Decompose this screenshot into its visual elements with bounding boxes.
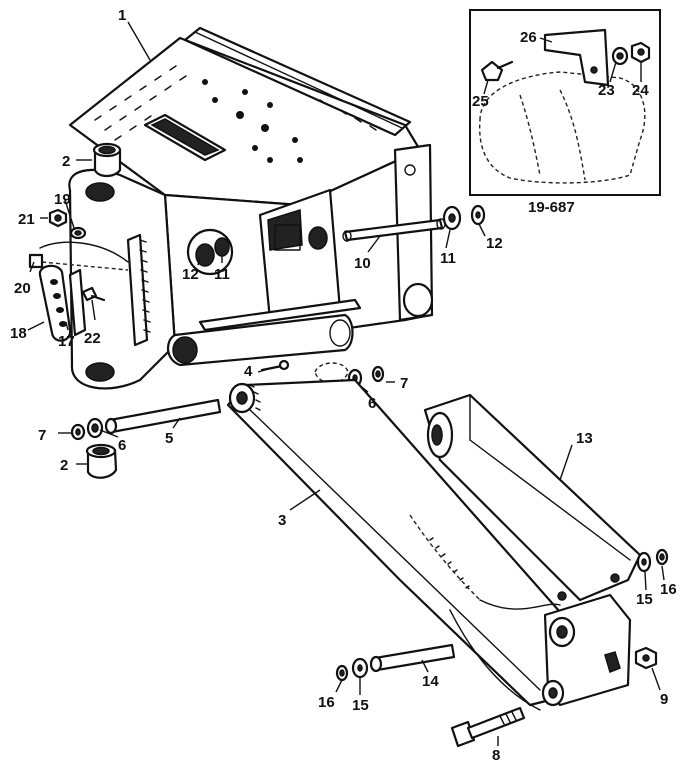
callout-16: 16 xyxy=(318,694,335,711)
callout-22: 22 xyxy=(84,330,101,347)
callout-21: 21 xyxy=(18,211,35,228)
inset-caption: 19-687 xyxy=(528,199,575,216)
callout-25: 25 xyxy=(472,93,489,110)
pin-5-assembly xyxy=(70,359,385,479)
shaft-washers-right xyxy=(442,204,486,231)
callout-23: 23 xyxy=(598,82,615,99)
callout-24: 24 xyxy=(632,82,649,99)
callout-10: 10 xyxy=(354,255,371,272)
callout-18: 18 xyxy=(10,325,27,342)
callout-7: 7 xyxy=(400,375,408,392)
callout-8: 8 xyxy=(492,747,500,764)
callout-3: 3 xyxy=(278,512,286,529)
cylinder-housing xyxy=(423,393,669,602)
callout-26: 26 xyxy=(520,29,537,46)
lift-arm xyxy=(226,378,632,711)
callout-15: 15 xyxy=(352,697,369,714)
callout-11: 11 xyxy=(440,250,456,267)
callout-1: 1 xyxy=(118,7,126,24)
callout-6: 6 xyxy=(368,395,376,412)
callout-12: 12 xyxy=(182,266,199,283)
callout-2: 2 xyxy=(60,457,68,474)
callout-20: 20 xyxy=(14,280,31,297)
callout-6: 6 xyxy=(118,437,126,454)
callout-14: 14 xyxy=(422,673,439,690)
callout-4: 4 xyxy=(244,363,253,380)
lower-pins xyxy=(335,643,658,748)
callout-12: 12 xyxy=(486,235,503,252)
callout-19: 19 xyxy=(54,191,71,208)
callout-16: 16 xyxy=(660,581,677,598)
callout-17: 17 xyxy=(58,333,75,350)
leader-lines xyxy=(27,21,665,746)
callout-labels: 1 2 2 3 4 5 6 6 7 7 8 9 10 11 11 12 12 1… xyxy=(10,7,677,764)
callout-7: 7 xyxy=(38,427,46,444)
callout-2: 2 xyxy=(62,153,70,170)
callout-5: 5 xyxy=(165,430,173,447)
main-frame xyxy=(68,26,446,390)
callout-15: 15 xyxy=(636,591,653,608)
inset-detail xyxy=(469,9,661,196)
callout-11: 11 xyxy=(214,266,230,283)
left-small-parts xyxy=(28,208,129,342)
callout-13: 13 xyxy=(576,430,593,447)
callout-9: 9 xyxy=(660,691,668,708)
